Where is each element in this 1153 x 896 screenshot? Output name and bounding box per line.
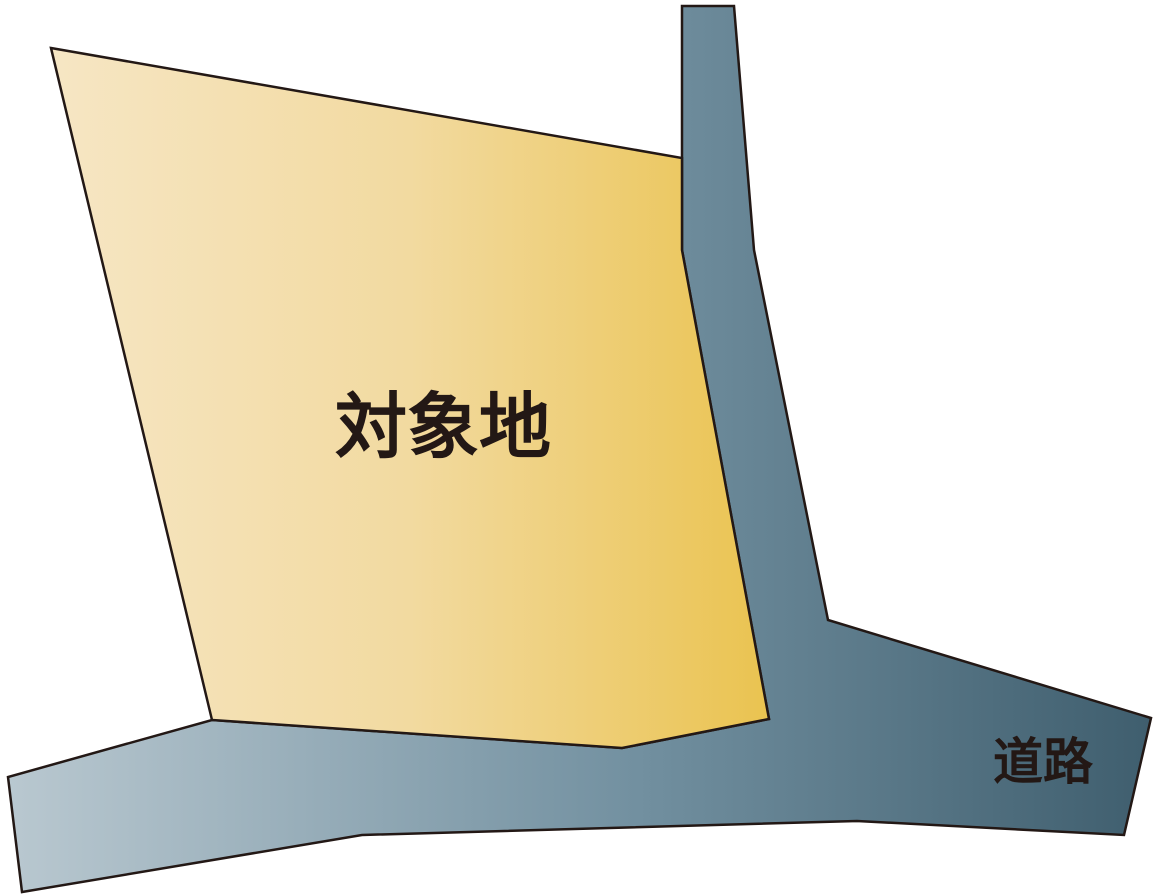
road-label: 道路 xyxy=(993,732,1094,791)
site-parcel xyxy=(49,46,771,750)
site-label: 対象地 xyxy=(335,384,551,469)
